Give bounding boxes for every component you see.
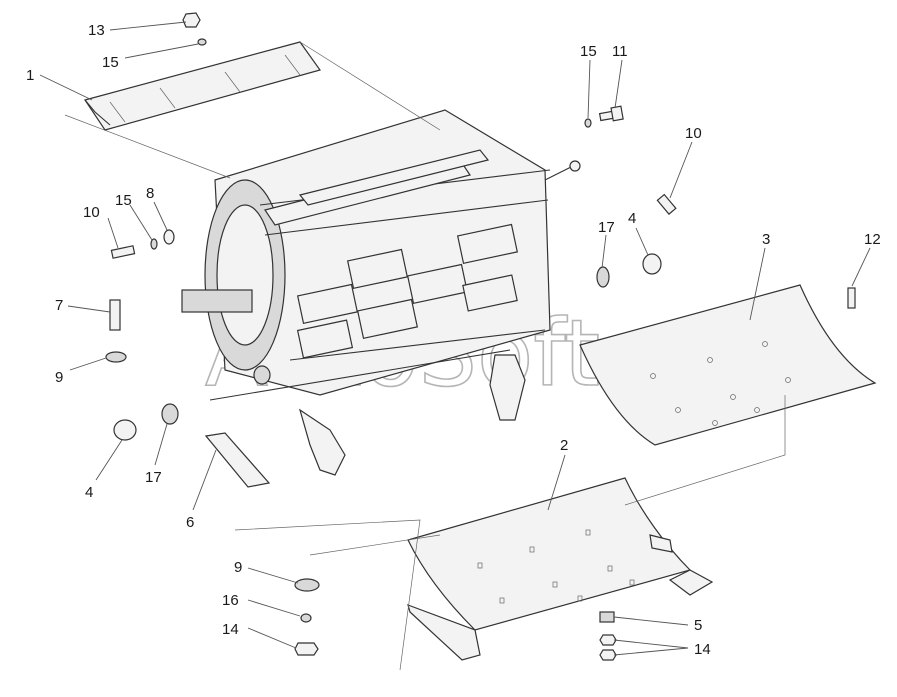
callout-12: 12: [864, 231, 881, 248]
callout-10-left: 10: [83, 204, 100, 221]
callout-16: 16: [222, 592, 239, 609]
callout-17-right: 17: [598, 219, 615, 236]
callout-7: 7: [55, 297, 63, 314]
callout-11: 11: [612, 43, 628, 60]
part-2-lower-screen: [407, 477, 714, 661]
callout-14-right: 14: [694, 641, 711, 658]
callout-9-left: 9: [55, 369, 63, 386]
callout-9-bottom: 9: [234, 559, 242, 576]
callout-1: 1: [26, 67, 34, 84]
callout-8: 8: [146, 185, 154, 202]
callout-2: 2: [560, 437, 568, 454]
callout-4-left: 4: [85, 484, 93, 501]
callout-15-top: 15: [102, 54, 119, 71]
callout-10-right: 10: [685, 125, 702, 142]
callout-4-right: 4: [628, 210, 636, 227]
callout-15-right: 15: [580, 43, 597, 60]
hardware-parts: [105, 12, 856, 661]
callout-15-left: 15: [115, 192, 132, 209]
callout-17-left: 17: [145, 469, 162, 486]
leader-lines: [39, 21, 871, 671]
callout-13: 13: [88, 22, 105, 39]
callout-14-left: 14: [222, 621, 239, 638]
callout-3: 3: [762, 231, 770, 248]
callout-5: 5: [694, 617, 702, 634]
callout-labels: 13 15 1 15 11 10 10 15 8 17 4 3 12 7 9 4…: [26, 22, 881, 658]
part-3-curved-screen: [579, 284, 877, 446]
part-1-cover-plate: [84, 41, 321, 131]
callout-6: 6: [186, 514, 194, 531]
housing-assembly: [181, 109, 581, 476]
